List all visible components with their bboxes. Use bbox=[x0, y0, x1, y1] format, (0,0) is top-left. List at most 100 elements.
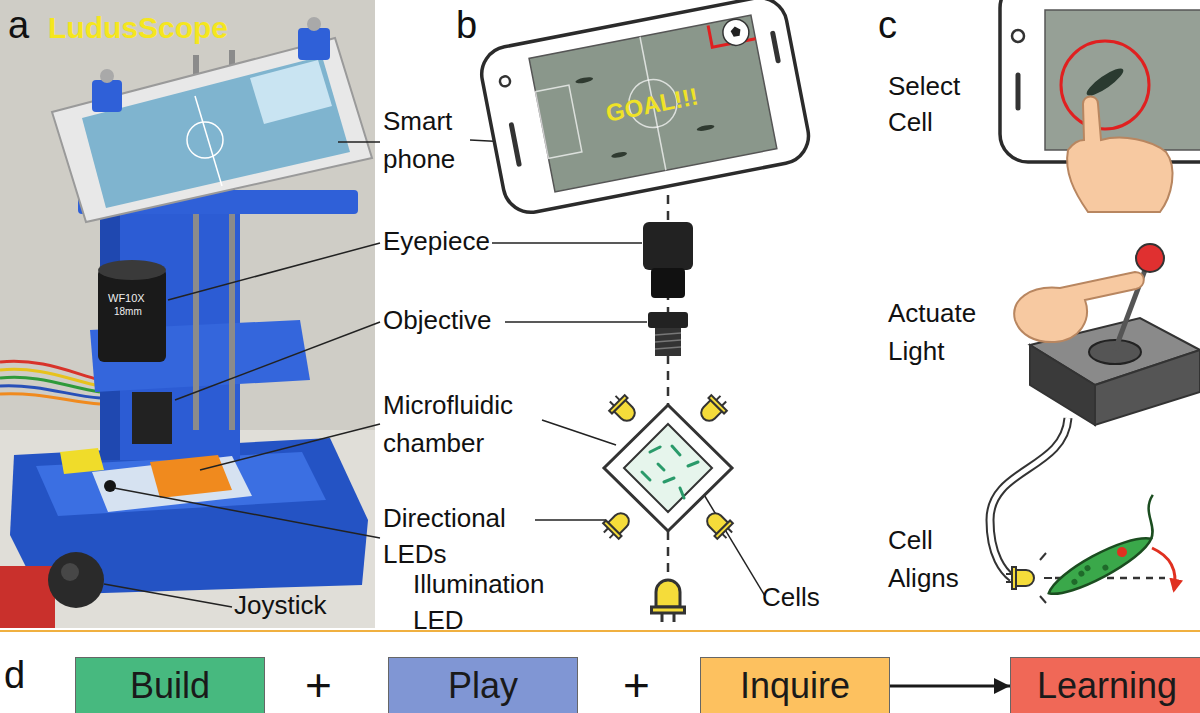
eyepiece-marking: WF10X bbox=[108, 292, 145, 305]
phone-drawing-part bbox=[499, 75, 511, 87]
part-label: Illumination LED bbox=[413, 566, 563, 638]
stage-box: Build bbox=[75, 657, 265, 713]
photo-panel bbox=[0, 0, 375, 628]
photo-panel-part bbox=[48, 552, 104, 608]
photo-panel-part bbox=[98, 260, 166, 280]
photo-panel-part bbox=[10, 438, 368, 595]
interaction-panel-part bbox=[1136, 244, 1164, 272]
interaction-panel-part bbox=[1016, 75, 1021, 108]
leader-lines-part bbox=[338, 141, 380, 143]
phone-drawing bbox=[477, 0, 813, 217]
light-rays-part bbox=[1040, 596, 1046, 603]
cell-marks-part bbox=[658, 464, 664, 470]
light-rays bbox=[1040, 553, 1052, 603]
interaction-panel-part bbox=[990, 418, 1068, 578]
euglena-cell-part bbox=[1133, 495, 1170, 539]
leader-lines-part bbox=[542, 420, 616, 445]
phone-drawing-part bbox=[611, 151, 628, 159]
leader-lines-part bbox=[535, 519, 606, 521]
panel-letter: d bbox=[4, 652, 25, 698]
phone-drawing-part bbox=[511, 125, 519, 164]
cell-marks-part bbox=[672, 446, 680, 455]
euglena-cell-part bbox=[1077, 570, 1085, 578]
euglena-cell-part bbox=[1083, 564, 1091, 572]
schematic-panel bbox=[477, 0, 813, 622]
directional-led bbox=[702, 508, 737, 543]
cell-marks-part bbox=[688, 462, 698, 466]
directional-led bbox=[599, 508, 634, 543]
screen-text: GOAL!!! bbox=[590, 79, 713, 130]
schematic-panel-part bbox=[643, 222, 693, 270]
phone-drawing-part bbox=[773, 33, 778, 60]
photo-panel-part bbox=[61, 563, 79, 581]
schematic-panel-part bbox=[655, 347, 681, 349]
directional-led bbox=[1006, 567, 1034, 589]
photo-panel-part bbox=[0, 394, 100, 404]
schematic-panel-part bbox=[648, 312, 688, 328]
directional-led bbox=[696, 391, 731, 426]
part-label: Cells bbox=[762, 582, 820, 613]
schematic-panel-part bbox=[655, 340, 681, 342]
photo-panel-part bbox=[0, 566, 55, 628]
leader-lines bbox=[104, 140, 765, 607]
photo-panel-part bbox=[298, 28, 330, 60]
step-label: Select Cell bbox=[888, 68, 998, 140]
step-label: Cell Aligns bbox=[888, 521, 998, 597]
interaction-panel-part bbox=[1067, 97, 1172, 213]
interaction-panel-part bbox=[1014, 272, 1144, 342]
leader-lines-part bbox=[175, 322, 380, 400]
part-label: Joystick bbox=[234, 590, 326, 621]
box-text: Learning bbox=[1037, 665, 1177, 707]
photo-panel-part bbox=[250, 60, 332, 124]
photo-panel-part bbox=[60, 448, 104, 474]
photo-panel-part bbox=[0, 0, 375, 628]
interaction-panel-part bbox=[990, 418, 1068, 578]
phone-drawing-part bbox=[477, 0, 813, 217]
leader-lines-part bbox=[168, 243, 380, 300]
panel-divider bbox=[0, 630, 1200, 632]
phone-drawing-part bbox=[708, 17, 755, 47]
leader-lines-part bbox=[200, 424, 380, 470]
box-text: Inquire bbox=[740, 665, 850, 707]
eyepiece-marking: 18mm bbox=[114, 306, 142, 318]
part-label: Eyepiece bbox=[383, 226, 490, 257]
schematic-panel-part bbox=[624, 424, 712, 512]
euglena-cell bbox=[1031, 495, 1176, 603]
illumination-led bbox=[652, 580, 685, 622]
box-text: Play bbox=[448, 665, 518, 707]
interaction-panel bbox=[990, 0, 1200, 603]
leader-lines-part bbox=[492, 242, 642, 244]
photo-panel-part bbox=[98, 268, 166, 362]
panel-letter: a bbox=[8, 2, 29, 48]
photo-panel-part bbox=[100, 69, 114, 83]
phone-drawing-part bbox=[575, 76, 594, 84]
plus-sign: + bbox=[623, 658, 650, 713]
box-text: Build bbox=[130, 665, 210, 707]
photo-panel-part bbox=[195, 96, 222, 186]
photo-panel-part bbox=[82, 56, 350, 208]
stage-box: Play bbox=[388, 657, 578, 713]
schematic-panel-part bbox=[651, 268, 685, 298]
panel-letter: c bbox=[878, 2, 897, 48]
leader-lines-part bbox=[104, 584, 232, 607]
light-rays-part bbox=[1044, 577, 1052, 579]
interaction-panel-part bbox=[1012, 30, 1024, 42]
photo-panel-part bbox=[104, 480, 116, 492]
panel-title: LudusScope bbox=[48, 10, 228, 46]
directional-led bbox=[605, 391, 640, 426]
cell-marks-part bbox=[650, 447, 660, 452]
cell-marks bbox=[642, 446, 698, 498]
phone-drawing-part bbox=[721, 17, 751, 47]
phone-drawing-part bbox=[696, 124, 715, 132]
light-rays-part bbox=[1040, 553, 1046, 560]
schematic-panel-part bbox=[655, 333, 681, 335]
leader-lines-part bbox=[114, 488, 380, 538]
euglena-cell-part bbox=[1101, 564, 1109, 572]
part-label: Objective bbox=[383, 305, 491, 336]
euglena-cell-part bbox=[1070, 578, 1078, 586]
phone-drawing-part bbox=[536, 85, 582, 158]
photo-panel-part bbox=[52, 38, 372, 222]
